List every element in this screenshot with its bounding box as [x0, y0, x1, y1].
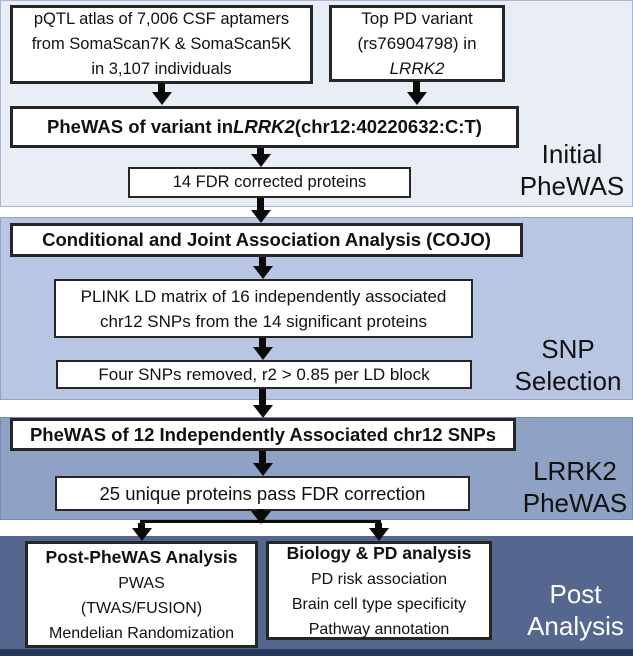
- four-snps-text: Four SNPs removed, r2 > 0.85 per LD bloc…: [98, 365, 430, 384]
- fdr-proteins-text: 14 FDR corrected proteins: [172, 173, 367, 191]
- box-pqtl-atlas: pQTL atlas of 7,006 CSF aptamers from So…: [10, 5, 313, 84]
- phewas-12-text: PheWAS of 12 Independently Associated ch…: [29, 423, 497, 445]
- box-four-snps-removed: Four SNPs removed, r2 > 0.85 per LD bloc…: [56, 360, 472, 389]
- biology-title: Biology & PD analysis: [286, 542, 472, 563]
- arrow-foursnps-to-phewas12: [259, 389, 266, 405]
- unique-25-text: 25 unique proteins pass FDR correction: [99, 482, 426, 504]
- arrow-phewas12-to-unique25: [259, 451, 266, 463]
- arrow-fdr-to-cojo: [257, 198, 264, 210]
- pqtl-line-1: pQTL atlas of 7,006 CSF aptamers: [33, 10, 290, 28]
- box-fdr-proteins: 14 FDR corrected proteins: [128, 167, 411, 198]
- post-phewas-line-2: (TWAS/FUSION): [80, 599, 203, 617]
- box-25-unique-proteins: 25 unique proteins pass FDR correction: [55, 476, 470, 511]
- phewas-variant-pre: PheWAS of variant in: [47, 116, 234, 137]
- arrow-pqtl-to-phewas: [158, 83, 165, 92]
- top-pd-gene: LRRK2: [389, 59, 445, 78]
- plink-line-2: chr12 SNPs from the 14 significant prote…: [100, 311, 427, 331]
- biology-line-2: Brain cell type specificity: [291, 595, 467, 613]
- biology-line-3: Pathway annotation: [308, 620, 450, 638]
- arrow-branch-to-postphewas: [138, 523, 145, 528]
- phewas-variant-gene: LRRK2: [233, 116, 295, 137]
- arrow-branch-to-biology: [375, 523, 382, 528]
- pqtl-line-3: in 3,107 individuals: [91, 60, 232, 78]
- phewas-variant-post: (chr12:40220632:C:T): [294, 116, 482, 137]
- box-phewas-12-snps: PheWAS of 12 Independently Associated ch…: [10, 418, 516, 451]
- arrow-unique25-to-branch: [257, 509, 264, 511]
- band-label-lrrk2-phewas: LRRK2 PheWAS: [522, 456, 628, 519]
- box-cojo: Conditional and Joint Association Analys…: [10, 223, 523, 257]
- band-label-post-analysis: Post Analysis: [527, 579, 624, 642]
- arrow-plink-to-foursnps: [259, 338, 266, 347]
- band-label-snp-selection: SNP Selection: [514, 334, 622, 397]
- post-phewas-line-3: Mendelian Randomization: [49, 624, 234, 642]
- plink-line-1: PLINK LD matrix of 16 independently asso…: [80, 286, 447, 306]
- cojo-text: Conditional and Joint Association Analys…: [42, 229, 491, 250]
- biology-line-1: PD risk association: [310, 570, 448, 588]
- box-biology-pd-analysis: Biology & PD analysis PD risk associatio…: [266, 541, 492, 640]
- top-pd-line-1: Top PD variant: [361, 9, 473, 28]
- arrow-toppd-to-phewas: [413, 81, 420, 92]
- band-label-initial-phewas: Initial PheWAS: [519, 139, 625, 202]
- box-plink-ld-matrix: PLINK LD matrix of 16 independently asso…: [54, 279, 473, 338]
- post-phewas-title: Post-PheWAS Analysis: [45, 546, 238, 567]
- branch-line: [140, 520, 381, 523]
- arrow-cojo-to-plink: [259, 257, 266, 266]
- box-top-pd-variant: Top PD variant (rs76904798) in LRRK2: [329, 5, 505, 82]
- box-post-phewas-analysis: Post-PheWAS Analysis PWAS (TWAS/FUSION) …: [25, 541, 258, 648]
- box-phewas-variant: PheWAS of variant in LRRK2 (chr12:402206…: [10, 106, 519, 148]
- post-phewas-line-1: PWAS: [118, 574, 165, 592]
- top-pd-line-2: (rs76904798) in: [357, 34, 477, 53]
- arrow-phewas-to-fdr: [257, 148, 264, 154]
- pqtl-line-2: from SomaScan7K & SomaScan5K: [31, 35, 292, 53]
